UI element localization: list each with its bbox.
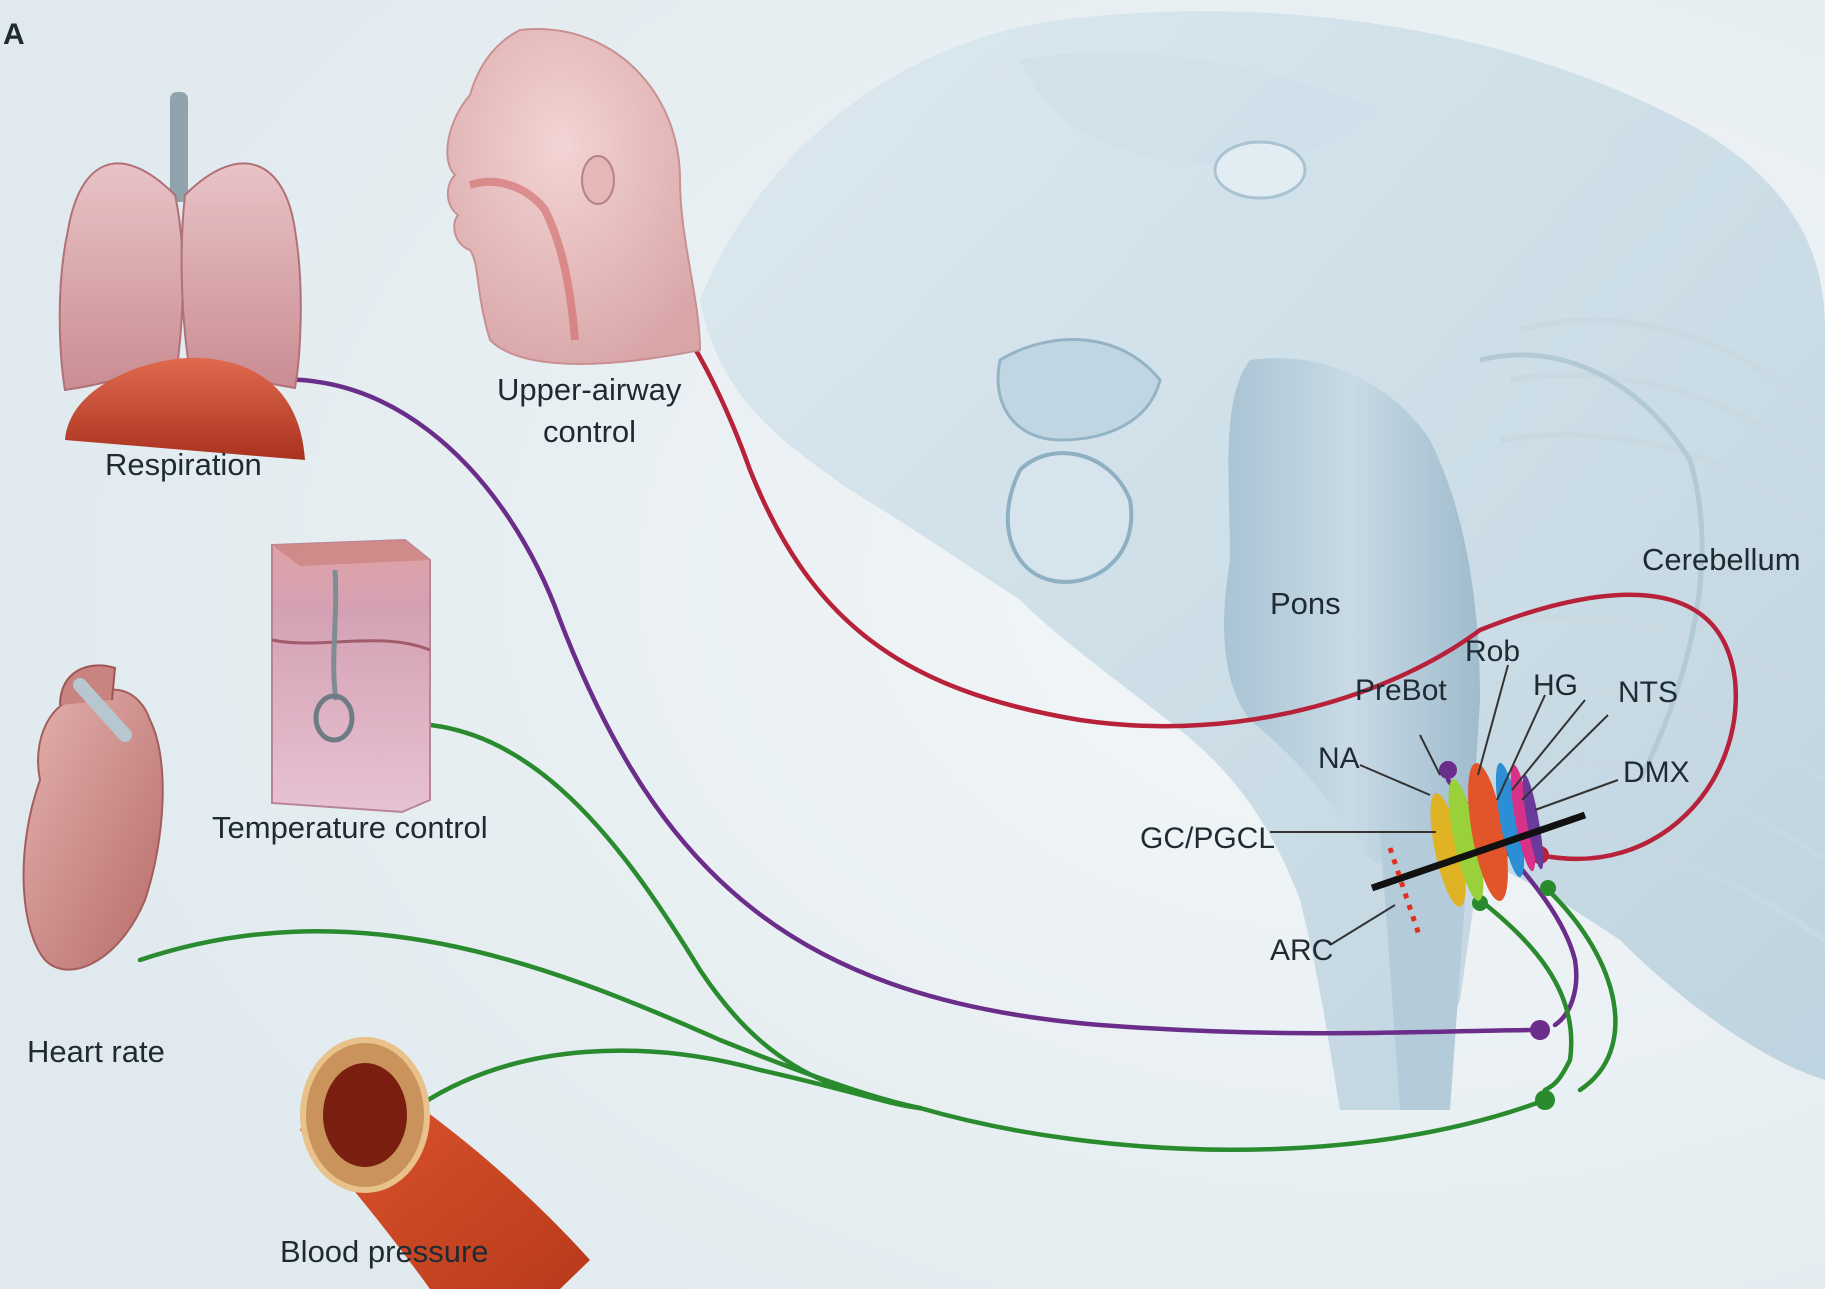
heart-rate-label: Heart rate xyxy=(27,1034,165,1069)
prebot-dot xyxy=(1439,761,1457,779)
cerebellum-label: Cerebellum xyxy=(1642,542,1801,577)
right-lung xyxy=(182,163,301,388)
panel-label: A xyxy=(3,18,25,51)
nts-label: NTS xyxy=(1618,676,1678,709)
skin-block-illustration xyxy=(272,540,430,812)
skin-block xyxy=(272,540,430,812)
infant-ear xyxy=(582,156,614,204)
arc-label: ARC xyxy=(1270,934,1333,967)
respiration-terminal-dot xyxy=(1530,1020,1550,1040)
pituitary xyxy=(1008,453,1132,582)
sweat-duct xyxy=(334,570,336,700)
thalamus xyxy=(1215,142,1305,198)
rob-label: Rob xyxy=(1465,635,1520,668)
upper-airway-label-line2: control xyxy=(543,414,636,449)
dmx-label: DMX xyxy=(1623,756,1690,789)
trachea xyxy=(170,92,188,202)
upper-airway-label-line1: Upper-airway xyxy=(497,372,682,407)
blood-pressure-label: Blood pressure xyxy=(280,1234,489,1269)
dmx-dot xyxy=(1540,880,1556,896)
vessel-lumen xyxy=(323,1063,407,1167)
pons-label: Pons xyxy=(1270,586,1341,621)
prebot-label: PreBot xyxy=(1355,674,1447,707)
respiration-label: Respiration xyxy=(105,447,262,482)
na-label: NA xyxy=(1318,742,1360,775)
left-lung xyxy=(60,163,183,390)
autonomic-terminal-dot xyxy=(1535,1090,1555,1110)
gc-pgcl-label: GC/PGCL xyxy=(1140,822,1275,855)
temperature-label: Temperature control xyxy=(212,810,488,845)
hg-label: HG xyxy=(1533,669,1578,702)
